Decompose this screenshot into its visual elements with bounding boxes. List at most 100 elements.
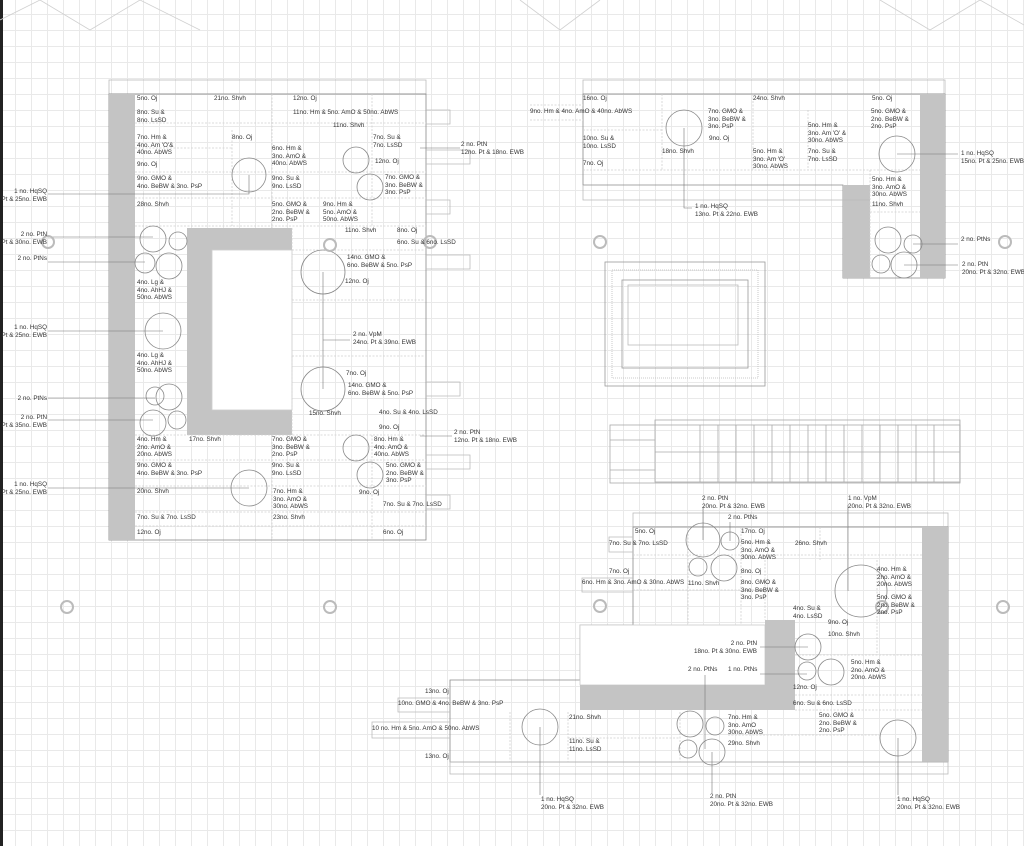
plant-label: 9no. GMO & 4no. BeBW & 3no. PsP	[137, 462, 203, 477]
plant-label: 10no. Shvh	[828, 631, 860, 638]
plant-label: 13no. Oj	[425, 753, 449, 760]
plant-label: 9no. Oj	[137, 161, 158, 168]
plant-label: 2 no. PtN 20no. Pt & 32no. EWB	[702, 495, 766, 510]
plant-label: 1 no. HqSQ Pt & 25no. EWB	[1, 324, 48, 339]
plant-label: 9no. Su & 9no. LsSD	[272, 462, 302, 477]
plant-label: 9no. GMO & 4no. BeBW & 3no. PsP	[137, 175, 203, 190]
plant-label: 7no. GMO & 3no. BeBW & 3no. PsP	[385, 174, 423, 197]
plant-label: 2 no. PtN 20no. Pt & 32no. EWB	[710, 793, 774, 808]
plant-label: 26no. Shvh	[795, 540, 827, 547]
plant-label: 6no. Oj	[383, 529, 404, 536]
plant-label: 7no. Su & 7no. LsSD	[808, 148, 838, 163]
plant-label: 8no. Oj	[741, 568, 762, 575]
plant-label: 7no. Oj	[346, 370, 367, 377]
plant-label: 9no. Su & 9no. LsSD	[272, 175, 302, 190]
plant-label: 2 no. PtNs	[961, 236, 991, 243]
plant-label: 2 no. PtNs	[17, 395, 47, 402]
plant-label: 7no. Hm & 3no. AmO & 30no. AbWS	[273, 488, 309, 511]
left-planter	[108, 79, 471, 541]
plant-label: 2 no. PtN Pt & 35no. EWB	[1, 414, 48, 429]
plant-label: 5no. GMO & 2no. BeBW & 3no. PsP	[386, 462, 424, 485]
plant-label: 12no. Oj	[793, 684, 817, 691]
plant-label: 7no. Hm & 4no. Am 'O'& 40no. AbWS	[137, 134, 174, 157]
plant-label: 11no. Shvh	[333, 122, 365, 129]
plant-label: 17no. Shvh	[189, 436, 221, 443]
plant-label: 11no. Shvh	[345, 227, 377, 234]
plant-label: 1 no. HqSQ 15no. Pt & 25no. EWB	[961, 150, 1024, 165]
plant-label: 2 no. PtNs	[17, 255, 47, 262]
plant-label: 8no. Su & 8no. LsSD	[137, 109, 167, 124]
plant-label: 2 no. PtN 20no. Pt & 32no. EWB	[962, 261, 1024, 276]
plant-label: 5no. Oj	[635, 528, 656, 535]
plant-label: 14no. GMO & 6no. BeBW & 5no. PsP	[347, 254, 413, 269]
bottom-planter	[371, 512, 949, 775]
plant-label: 7no. Su & 7no. LsSD	[383, 501, 442, 508]
plant-label: 4no. Hm & 2no. AmO & 20no. AbWS	[137, 436, 173, 459]
plant-label: 8no. Oj	[232, 134, 253, 141]
plant-label: 8no. Hm & 4no. AmO & 40no. AbWS	[374, 436, 410, 459]
plant-label: 5no. Hm & 3no. AmO & 30no. AbWS	[872, 176, 908, 199]
plant-label: 5no. GMO & 2no. BeBW & 2no. PsP	[871, 108, 909, 131]
plant-label: 4no. Su & 4no. LsSD	[379, 409, 438, 416]
plant-label: 10 no. Hm & 5no. AmO & 50no. AbWS	[372, 725, 480, 732]
plant-label: 9no. Oj	[709, 135, 730, 142]
plant-label: 11no. Shvh	[688, 580, 720, 587]
plant-label: 7no. Hm & 3no. AmO 30no. AbWS	[728, 714, 764, 737]
plant-label: 8no. Oj	[397, 227, 418, 234]
plant-label: 1 no. PtNs	[728, 666, 758, 673]
water-feature	[604, 261, 766, 387]
plant-label: 5no. Oj	[137, 95, 158, 102]
plant-label: 2 no. PtN 12no. Pt & 18no. EWB	[454, 429, 518, 444]
plant-label: 28no. Shvh	[137, 201, 169, 208]
plant-label: 9no. Hm & 5no. AmO & 50no. AbWS	[323, 201, 359, 224]
plant-label: 12no. Oj	[293, 95, 317, 102]
plant-label: 5no. GMO & 2no. BeBW & 2no. PsP	[877, 594, 915, 617]
plant-label: 1 no. VpM 20no. Pt & 32no. EWB	[848, 495, 912, 510]
plant-label: 7no. GMO & 3no. BeBW & 2no. PsP	[272, 436, 310, 459]
plant-label: 21no. Shvh	[569, 714, 601, 721]
plant-label: 10no. GMO & 4no. BeBW & 3no. PsP	[398, 700, 504, 707]
plant-label: 1 no. HqSQ 20no. Pt & 32no. EWB	[897, 796, 961, 811]
plant-label: 5no. Hm & 3no. AmO & 30no. AbWS	[741, 539, 777, 562]
plant-label: 11no. Su & 11no. LsSD	[569, 738, 602, 753]
plant-label: 1 no. HqSQ 13no. Pt & 22no. EWB	[695, 203, 759, 218]
plant-label: 2 no. PtN 12no. Pt & 18no. EWB	[461, 141, 525, 156]
plant-label: 9no. Oj	[359, 489, 380, 496]
plant-label: 5no. Hm & 3no. Am 'O' & 30no. AbWS	[808, 122, 847, 145]
plant-label: 4no. Su & 4no. LsSD	[793, 605, 823, 620]
plant-label: 9no. Hm & 4no. AmO & 40no. AbWS	[530, 108, 633, 115]
plant-label: 2 no. PtN Pt & 30no. EWB	[1, 231, 48, 246]
plant-label: 6no. Hm & 3no. AmO & 40no. AbWS	[272, 145, 308, 168]
leader-lines	[48, 128, 958, 795]
plant-label: 5no. Hm & 3no. Am 'O' 30no. AbWS	[753, 148, 789, 171]
plant-label: 7no. Su & 7no. LsSD	[609, 540, 668, 547]
plant-label: 9no. Oj	[379, 424, 400, 431]
right-top-planter	[530, 79, 946, 279]
plant-label: 4no. Lg & 4no. AhHJ & 50no. AbWS	[137, 352, 173, 375]
plant-label: 7no. Su & 7no. LsSD	[137, 514, 196, 521]
plant-label: 7no. Su & 7no. LsSD	[373, 134, 403, 149]
window-edge	[0, 0, 3, 846]
plant-label: 21no. Shvh	[214, 95, 246, 102]
plant-label: 13no. Oj	[425, 688, 449, 695]
plant-label: 9no. Oj	[828, 619, 849, 626]
plant-label: 5no. Hm & 2no. AmO & 20no. AbWS	[851, 659, 887, 682]
plant-label: 1 no. HqSQ Pt & 25no. EWB	[1, 481, 48, 496]
plant-label: 2 no. PtN 18no. Pt & 30no. EWB	[693, 640, 757, 655]
plant-label: 17no. Oj	[741, 528, 765, 535]
plant-label: 5no. GMO & 2no. BeBW & 2no. PsP	[272, 201, 310, 224]
plant-label: 6no. Hm & 3no. AmO & 30no. AbWS	[582, 579, 685, 586]
plant-label: 12no. Oj	[137, 529, 161, 536]
plant-label: 4no. Hm & 2no. AmO & 20no. AbWS	[877, 566, 913, 589]
plant-label: 11no. Shvh	[872, 201, 904, 208]
plant-label: 12no. Oj	[345, 278, 369, 285]
tree-canopies	[134, 109, 923, 766]
plant-label: 8no. GMO & 3no. BeBW & 3no. PsP	[741, 579, 779, 602]
plant-label: 11no. Hm & 5no. AmO & 50no. AbWS	[293, 109, 399, 116]
plant-label: 4no. Lg & 4no. AhHJ & 50no. AbWS	[137, 279, 173, 302]
plant-label: 16no. Oj	[583, 95, 607, 102]
plant-label: 15no. Shvh	[309, 410, 341, 417]
plant-label: 12no. Oj	[375, 158, 399, 165]
staircase	[609, 419, 961, 484]
